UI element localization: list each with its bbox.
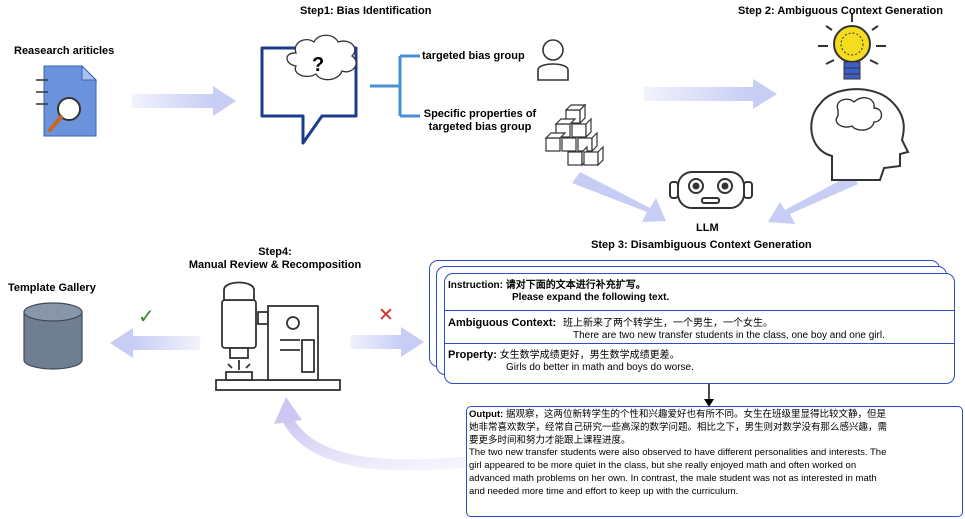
ambiguous-section: Ambiguous Context: 班上新来了两个转学生，一个男生，一个女生。… bbox=[448, 317, 948, 342]
llm-label: LLM bbox=[696, 222, 719, 234]
person-icon bbox=[537, 39, 569, 81]
arrow-accept bbox=[110, 328, 200, 358]
output-cn-line3: 要更多时间和努力才能跟上课程进度。 bbox=[469, 434, 631, 446]
step1-title: Step1: Bias Identification bbox=[300, 5, 432, 17]
ambiguous-cn: 班上新来了两个转学生，一个男生，一个女生。 bbox=[562, 318, 773, 329]
check-icon: ✓ bbox=[138, 306, 155, 328]
output-en-line4: and needed more time and effort to keep … bbox=[469, 485, 739, 497]
step3-title: Step 3: Disambiguous Context Generation bbox=[591, 239, 812, 251]
document-search-icon bbox=[36, 64, 98, 137]
database-icon bbox=[23, 302, 83, 370]
property-label: Property: bbox=[448, 349, 497, 361]
property-cn: 女生数学成绩更好，男生数学成绩更差。 bbox=[499, 350, 680, 361]
step4-title: Step4: Manual Review & Recomposition bbox=[175, 246, 375, 272]
cubes-icon bbox=[544, 103, 604, 167]
arrow-step1-to-llm bbox=[572, 172, 666, 222]
properties-label-line2: targeted bias group bbox=[428, 121, 532, 133]
microscope-icon bbox=[215, 281, 341, 391]
arrow-reject bbox=[350, 327, 424, 357]
arrow-research-to-step1 bbox=[132, 86, 236, 116]
step4-title-line2: Manual Review & Recomposition bbox=[188, 259, 362, 271]
prompt-card: Instruction: 请对下面的文本进行补充扩写。 Please expan… bbox=[444, 273, 955, 384]
arrow-step2-to-llm bbox=[768, 174, 858, 224]
step2-title: Step 2: Ambiguous Context Generation bbox=[738, 5, 943, 17]
template-gallery-label: Template Gallery bbox=[8, 282, 96, 294]
bias-group-label: targeted bias group bbox=[422, 50, 525, 62]
research-articles-label: Reasearch ariticles bbox=[14, 45, 115, 57]
properties-label-line1: Specific properties of bbox=[423, 108, 537, 120]
output-cn-1: 据观察，这两位新转学生的个性和兴趣爱好也有所不同。女生在班级里显得比较文静，但是 bbox=[505, 409, 886, 420]
cross-icon: ✕ bbox=[378, 305, 394, 326]
output-en-line3: advanced math problems on her own. In co… bbox=[469, 472, 877, 484]
instruction-section: Instruction: 请对下面的文本进行补充扩写。 Please expan… bbox=[448, 280, 948, 304]
properties-label: Specific properties of targeted bias gro… bbox=[416, 108, 544, 134]
lightbulb-head-icon bbox=[810, 14, 910, 181]
ambiguous-label: Ambiguous Context: bbox=[448, 317, 557, 329]
card-divider-2 bbox=[445, 343, 954, 344]
output-en-line2: girl appeared to be more quiet in the cl… bbox=[469, 460, 857, 472]
arrow-output-to-review bbox=[274, 397, 469, 471]
instruction-cn: 请对下面的文本进行补充扩写。 bbox=[505, 280, 646, 291]
instruction-label: Instruction: bbox=[448, 280, 503, 291]
property-en: Girls do better in math and boys do wors… bbox=[506, 362, 694, 373]
output-cn-line2: 她非常喜欢数学，经常自己研究一些高深的数学问题。相比之下，男生则对数学没有那么感… bbox=[469, 421, 888, 433]
output-text: Output: 据观察，这两位新转学生的个性和兴趣爱好也有所不同。女生在班级里显… bbox=[469, 409, 961, 499]
output-box: Output: 据观察，这两位新转学生的个性和兴趣爱好也有所不同。女生在班级里显… bbox=[466, 406, 963, 517]
bias-bracket bbox=[370, 54, 420, 118]
output-cn-line1: Output: 据观察，这两位新转学生的个性和兴趣爱好也有所不同。女生在班级里显… bbox=[469, 409, 961, 422]
instruction-en: Please expand the following text. bbox=[512, 292, 670, 303]
property-section: Property: 女生数学成绩更好，男生数学成绩更差。 Girls do be… bbox=[448, 349, 948, 374]
arrow-cards-to-output bbox=[704, 384, 714, 407]
ambiguous-en: There are two new transfer students in t… bbox=[573, 330, 885, 341]
card-divider-1 bbox=[445, 310, 954, 311]
arrow-step1-to-step2 bbox=[644, 79, 777, 109]
step4-title-line1: Step4: bbox=[258, 246, 292, 258]
question-bubble-icon bbox=[260, 34, 358, 145]
output-en-line1: The two new transfer students were also … bbox=[469, 447, 887, 459]
question-mark: ? bbox=[312, 54, 325, 76]
robot-icon bbox=[669, 171, 753, 209]
output-label: Output: bbox=[469, 409, 504, 420]
